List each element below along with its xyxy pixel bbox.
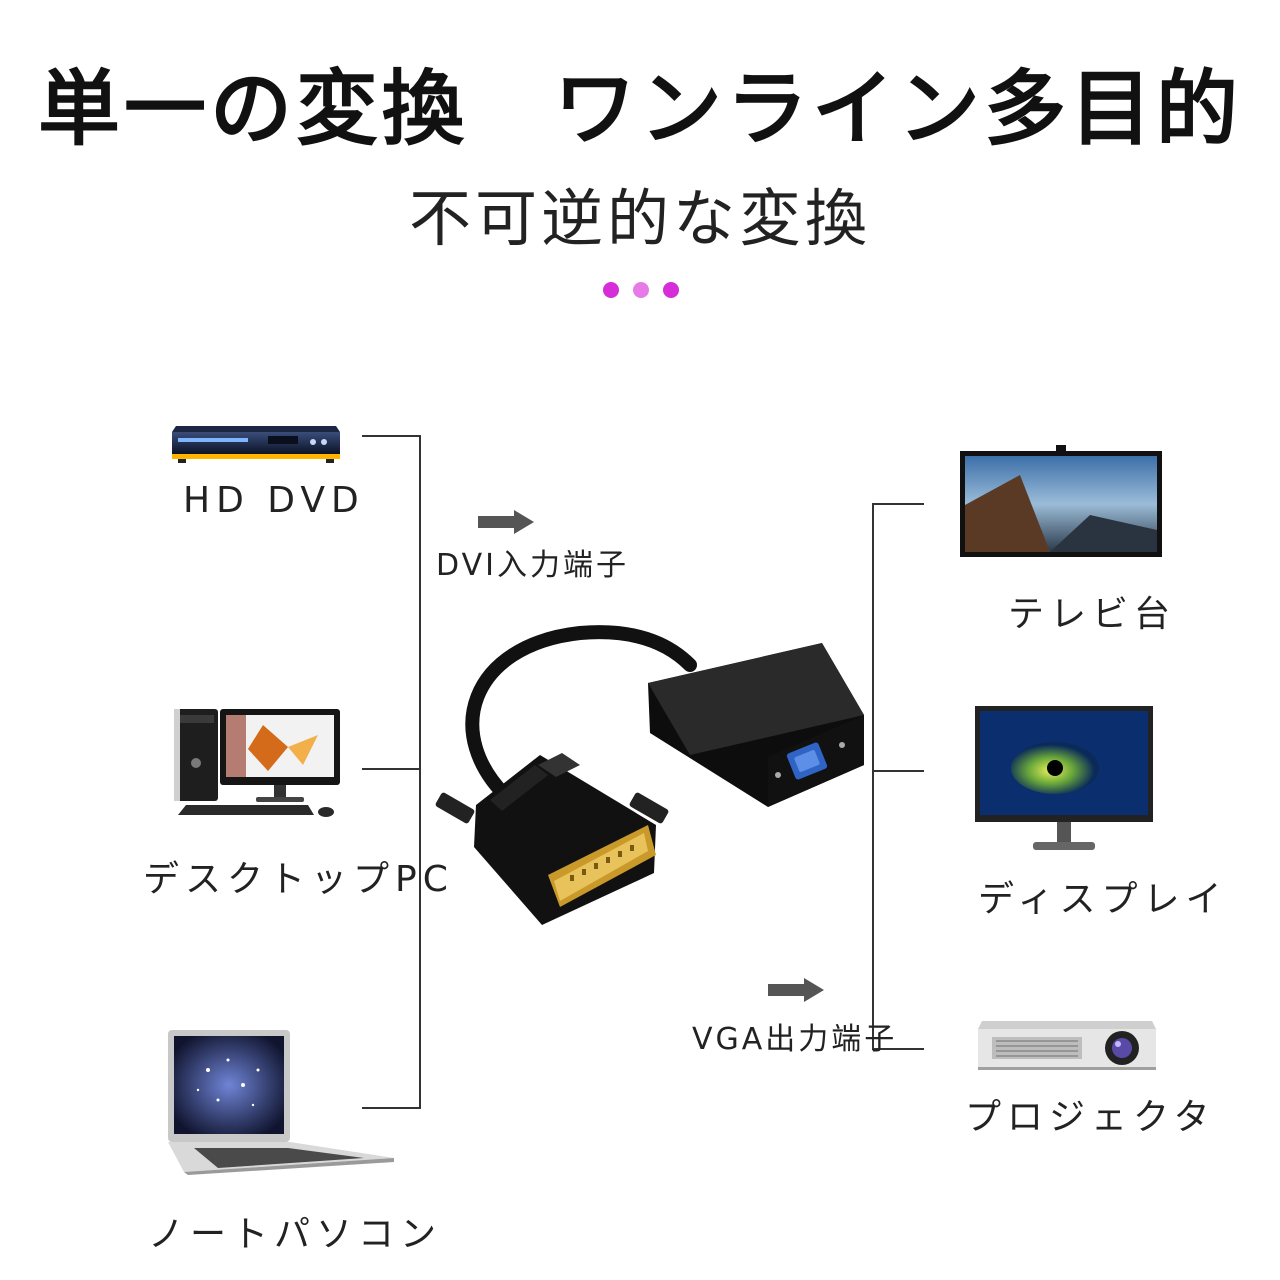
page-title: 単一の変換 ワンライン多目的 xyxy=(37,62,1242,157)
vga-port-label: VGA出力端子 xyxy=(692,1022,898,1057)
dot-1 xyxy=(603,282,619,298)
input-bracket-spine xyxy=(419,435,421,1109)
dvd-player-icon xyxy=(168,422,343,467)
input-bracket-top xyxy=(362,435,420,437)
decorative-dots xyxy=(603,282,683,300)
device-label-desktop-pc: デスクトップPC xyxy=(143,859,454,900)
projector-icon xyxy=(972,1017,1157,1072)
tv-icon xyxy=(960,445,1162,560)
device-label-hd-dvd: HD DVD xyxy=(183,480,365,521)
output-bracket-spine xyxy=(872,503,874,1050)
dvi-port-label: DVI入力端子 xyxy=(436,548,629,583)
device-label-tv: テレビ台 xyxy=(1008,594,1177,635)
laptop-icon xyxy=(168,1030,398,1175)
monitor-icon xyxy=(975,706,1153,852)
dot-2 xyxy=(633,282,649,298)
output-bracket-top xyxy=(872,503,924,505)
page-subtitle: 不可逆的な変換 xyxy=(408,182,871,255)
input-bracket-bottom xyxy=(362,1107,420,1109)
vga-arrow-icon xyxy=(768,978,824,1002)
device-label-display: ディスプレイ xyxy=(978,879,1228,920)
dvi-arrow-icon xyxy=(478,510,534,534)
desktop-pc-icon xyxy=(168,705,343,820)
device-label-projector: プロジェクタ xyxy=(965,1097,1216,1138)
input-bracket-middle xyxy=(362,768,420,770)
dot-3 xyxy=(663,282,679,298)
output-bracket-middle xyxy=(872,770,924,772)
dvi-to-vga-adapter-icon xyxy=(430,625,870,930)
output-bracket-bottom xyxy=(872,1048,924,1050)
device-label-laptop: ノートパソコン xyxy=(148,1214,443,1255)
